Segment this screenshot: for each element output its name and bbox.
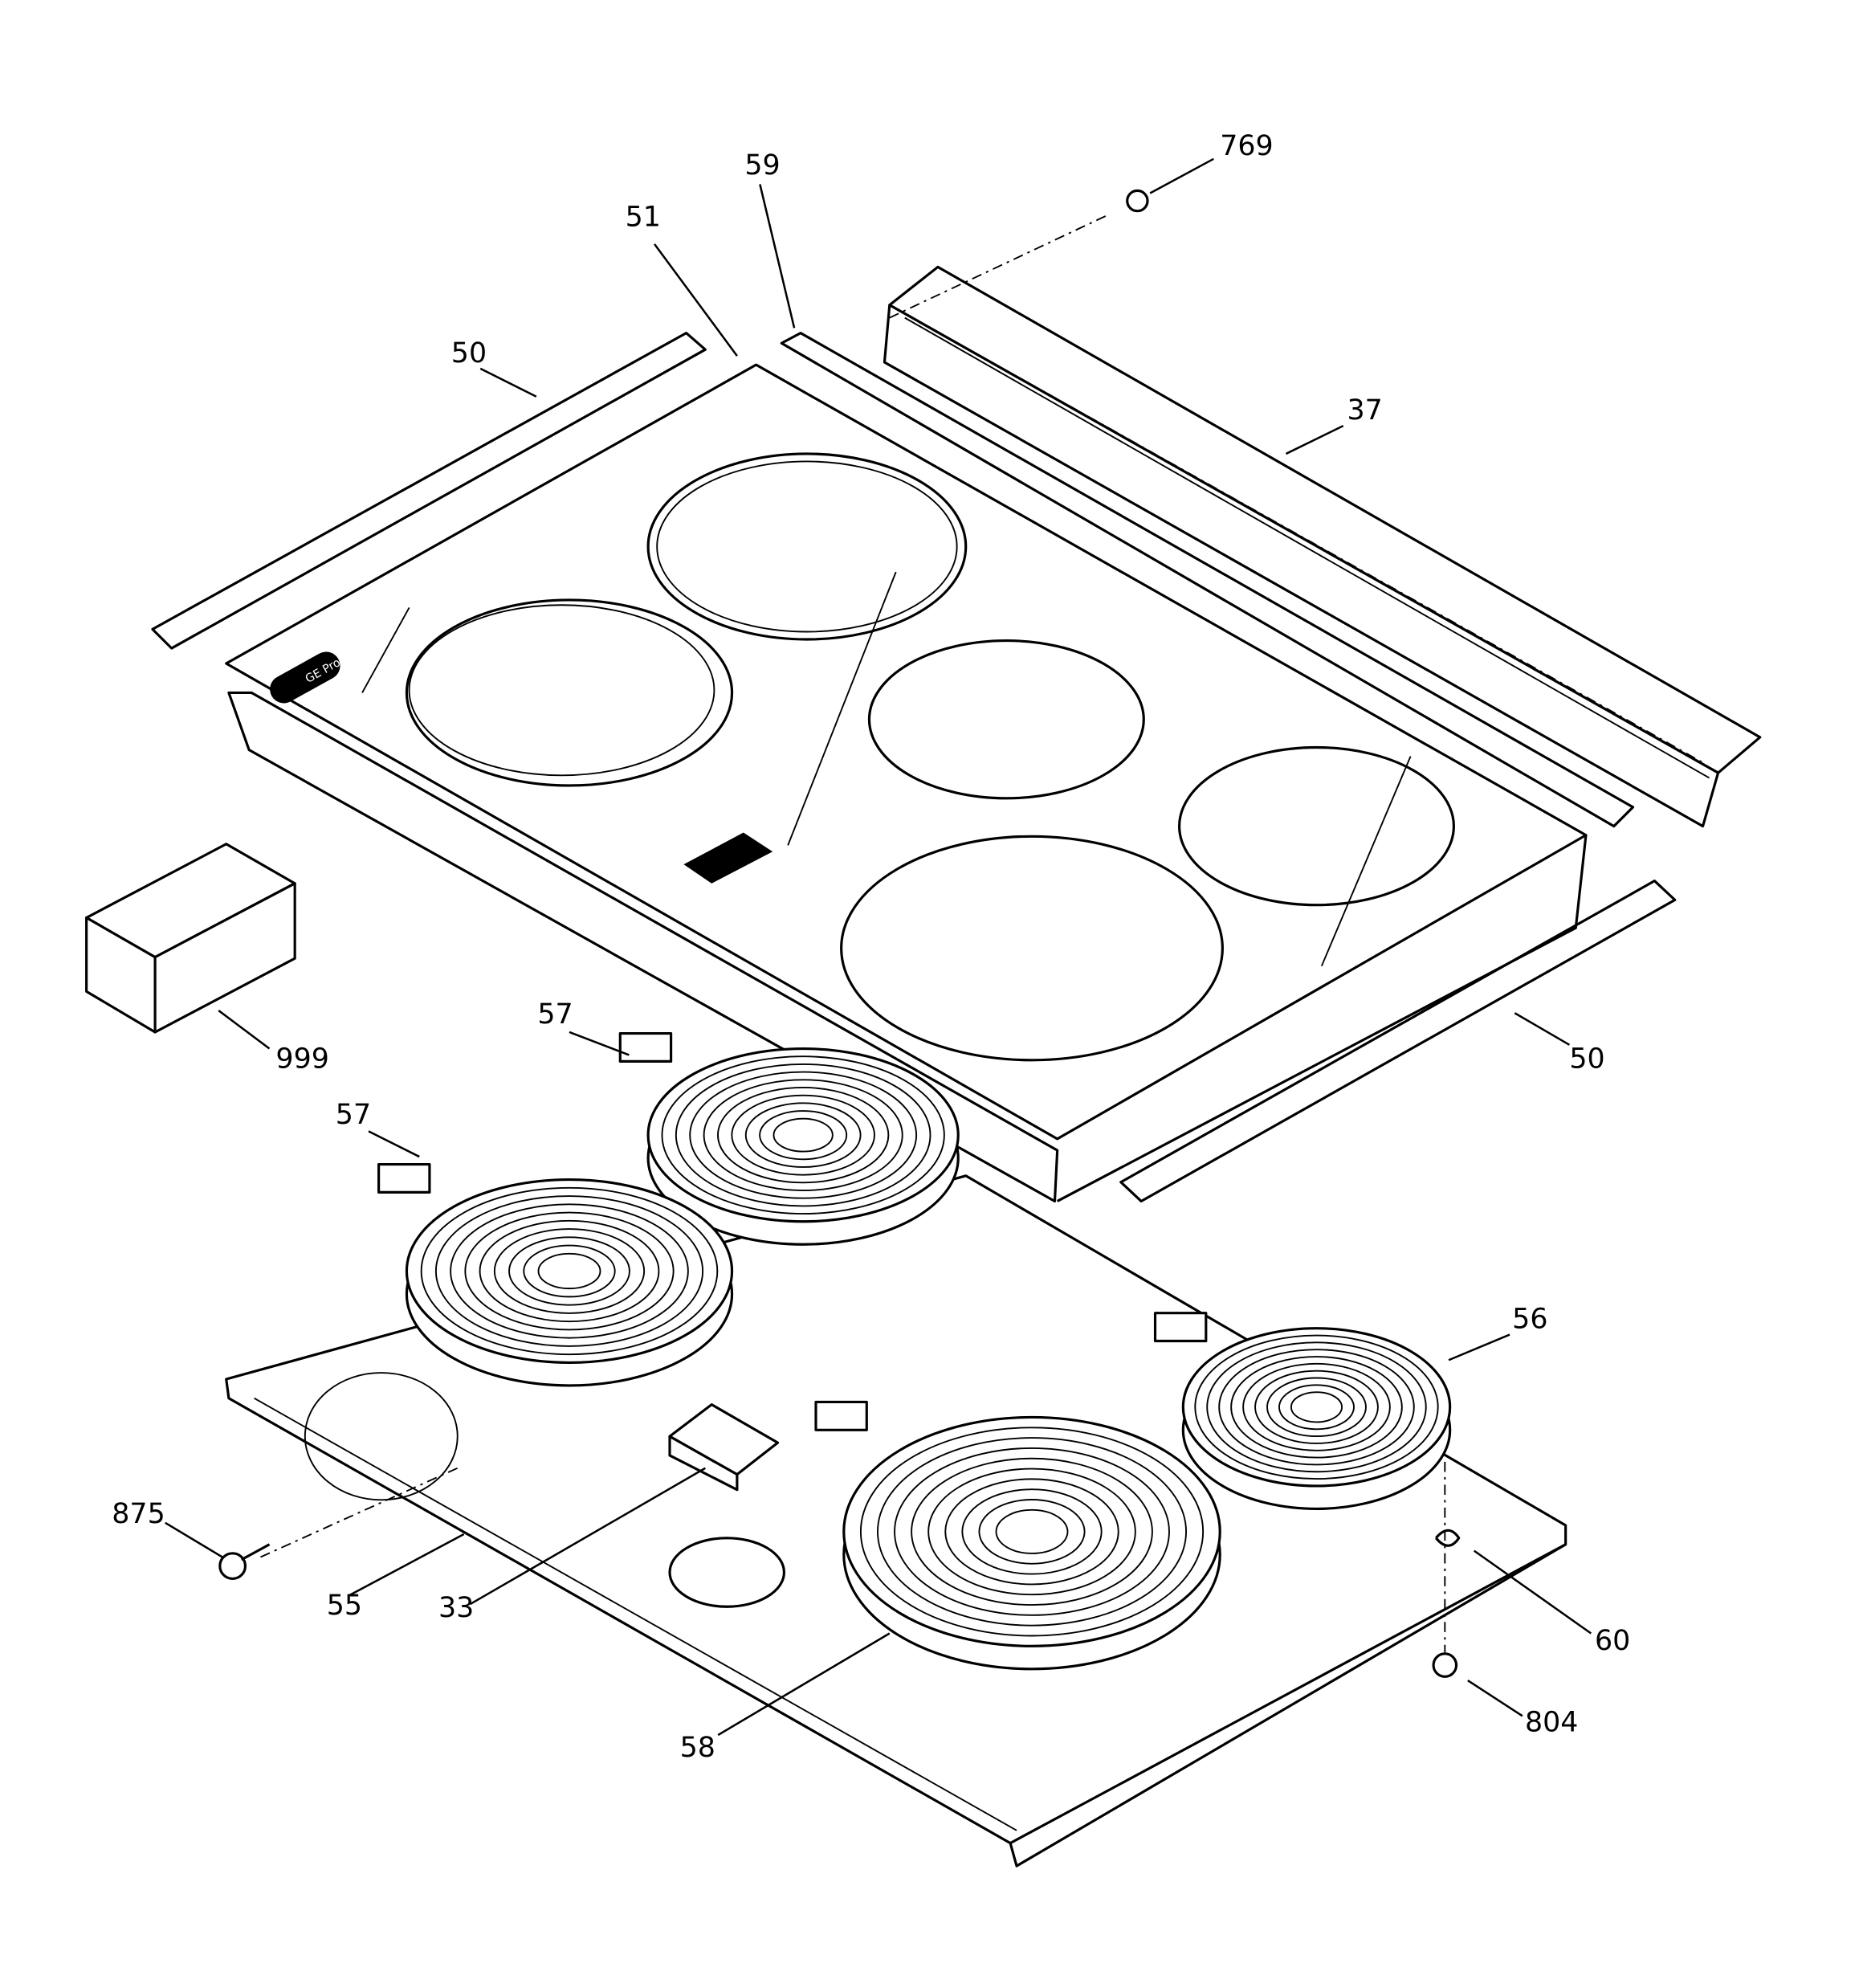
part-label-57: 57 — [537, 998, 573, 1031]
leader-line — [759, 184, 796, 329]
part-label-57: 57 — [336, 1099, 371, 1131]
leader-line — [469, 1467, 706, 1606]
part-label-50: 50 — [1569, 1043, 1604, 1075]
side-trim-strip-left — [151, 332, 707, 650]
part-label-769: 769 — [1220, 130, 1273, 162]
leader-line — [349, 1533, 465, 1597]
burner-58 — [814, 1400, 1221, 1671]
leader-line — [165, 1521, 223, 1558]
leader-line — [479, 367, 537, 398]
part-label-58: 58 — [680, 1732, 715, 1764]
clip-60 — [1435, 1529, 1461, 1547]
leader-line — [1514, 1012, 1571, 1046]
burner-57-front — [377, 1162, 734, 1387]
leader-line — [1448, 1333, 1510, 1361]
leader-line — [1285, 424, 1344, 455]
screw-804 — [1432, 1652, 1458, 1678]
leader-line — [1473, 1549, 1592, 1635]
part-label-37: 37 — [1347, 394, 1382, 427]
leader-line — [1467, 1679, 1523, 1717]
leader-line — [569, 1031, 630, 1056]
screw-769 — [1126, 189, 1149, 213]
leader-line — [218, 1010, 271, 1050]
rear-trim-bracket — [883, 265, 1762, 828]
leader-line — [368, 1130, 420, 1158]
part-label-60: 60 — [1595, 1625, 1630, 1657]
part-label-875: 875 — [112, 1498, 165, 1530]
part-label-59: 59 — [744, 149, 780, 182]
burner-57-rear — [618, 1031, 960, 1246]
leader-line — [654, 243, 738, 357]
terminal-block — [668, 1403, 780, 1492]
rear-glass-strip — [780, 332, 1635, 828]
part-label-51: 51 — [626, 202, 661, 234]
part-label-50: 50 — [451, 337, 487, 369]
leader-line — [717, 1632, 891, 1737]
part-label-55: 55 — [327, 1590, 362, 1622]
part-label-56: 56 — [1512, 1304, 1547, 1336]
part-label-999: 999 — [275, 1043, 328, 1075]
burner-56 — [1153, 1312, 1452, 1510]
leader-line — [1149, 157, 1214, 194]
screw-875 — [218, 1543, 271, 1581]
part-label-804: 804 — [1525, 1706, 1578, 1738]
part-label-33: 33 — [438, 1592, 474, 1624]
literature-box — [85, 843, 296, 1034]
